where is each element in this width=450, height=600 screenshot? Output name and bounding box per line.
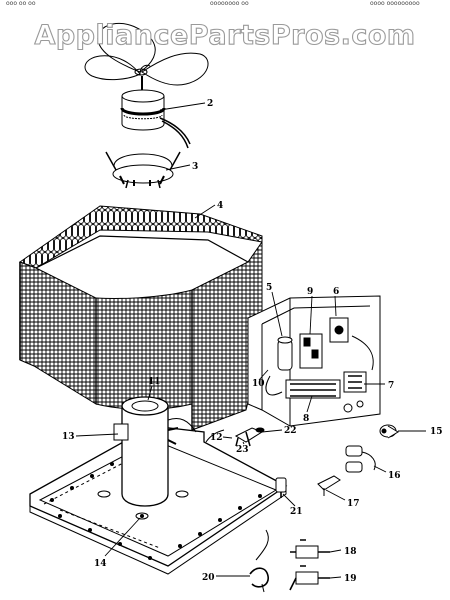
callout-14: 14 (94, 559, 107, 569)
callout-5: 5 (266, 283, 272, 293)
callout-23: 23 (236, 445, 249, 455)
callout-17: 17 (347, 499, 360, 509)
watermark: AppliancePartsPros.com (34, 20, 415, 51)
compressor (113, 396, 197, 507)
callout-4: 4 (217, 201, 223, 211)
callouts: 11 2 3 4 5 6 7 8 9 10 12 13 14 15 16 17 … (62, 99, 443, 584)
header-fragment-middle: oooooooo oo (210, 0, 249, 7)
callout-22: 22 (284, 426, 297, 436)
header-fragment-left: ooo oo oo (6, 0, 36, 7)
header-fragment-right: oooo ooooooooo (370, 0, 420, 7)
callout-20: 20 (202, 573, 215, 583)
callout-6: 6 (333, 287, 339, 297)
callout-21: 21 (290, 507, 303, 517)
callout-2: 2 (207, 99, 213, 109)
callout-18: 18 (344, 547, 357, 557)
callout-15: 15 (430, 427, 443, 437)
callout-19: 19 (344, 574, 357, 584)
motor-mount (105, 151, 181, 189)
condenser-coil (18, 205, 263, 431)
callout-3: 3 (192, 162, 198, 172)
control-box (247, 295, 381, 427)
callout-9: 9 (307, 287, 313, 297)
callout-12: 12 (210, 433, 223, 443)
callout-10: 10 (252, 379, 265, 389)
fan-motor (120, 76, 191, 149)
callout-7: 7 (388, 381, 394, 391)
header-fragments: ooo oo oo oooooooo oo oooo ooooooooo (6, 0, 420, 7)
small-parts (205, 424, 399, 593)
callout-13: 13 (62, 432, 75, 442)
fan-blade (84, 23, 209, 86)
callout-8: 8 (303, 414, 309, 424)
leader-lines (75, 102, 426, 579)
callout-1: 11 (148, 377, 161, 387)
callout-16: 16 (388, 471, 401, 481)
